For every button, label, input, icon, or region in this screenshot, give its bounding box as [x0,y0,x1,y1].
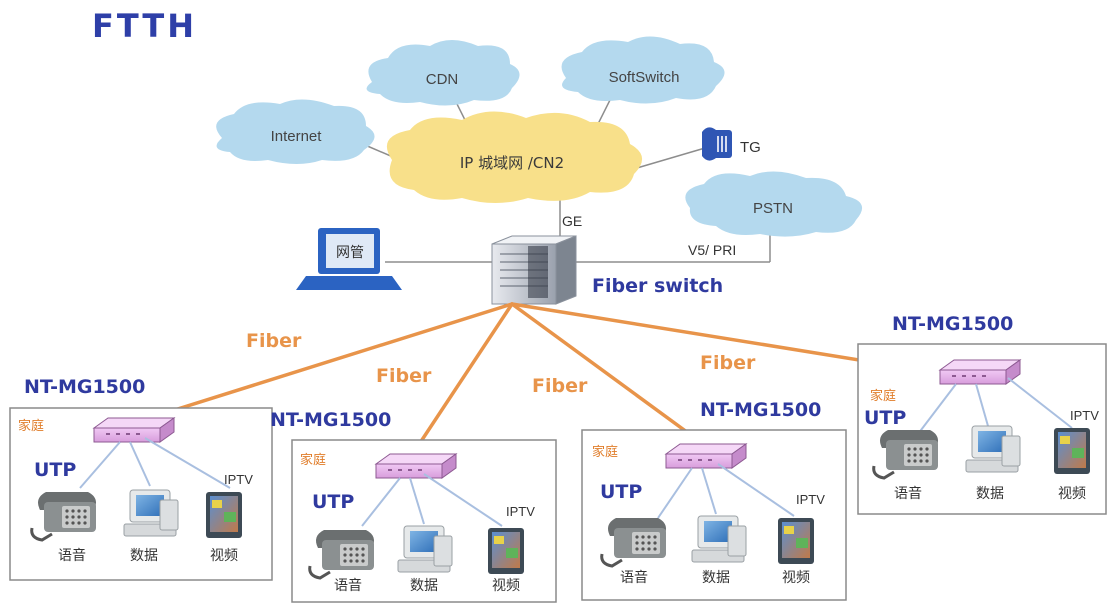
cloud-internet: Internet [216,99,375,164]
v5-pri-label: V5/ PRI [688,242,736,258]
home-label: 家庭 [18,418,44,434]
home-1: NT-MG1500 家庭 UTP IPTV 语音 数据 视频 [9,376,273,581]
data-label: 数据 [702,570,730,586]
home-2: NT-MG1500 家庭 UTP IPTV 语音 数据 视频 [270,409,557,603]
voice-label: 语音 [58,547,86,564]
device-label: NT-MG1500 [892,313,1013,335]
data-label: 数据 [130,548,158,564]
page-title: FTTH [92,7,197,45]
fiber-label-4: Fiber [700,352,756,374]
utp-label: UTP [600,481,642,503]
computer-icon [691,515,747,563]
nt-mg-box-icon [375,453,457,479]
cloud-core-label: IP 城域网 /CN2 [460,154,564,172]
network-links [364,99,771,263]
utp-label: UTP [34,459,76,481]
fiber-switch: Fiber switch [491,235,723,305]
computer-icon [123,489,179,537]
nt-mg-box-icon [93,417,175,443]
utp-label: UTP [864,407,906,429]
home-label: 家庭 [870,388,896,404]
cloud-pstn: PSTN [685,171,863,237]
iptv-label: IPTV [224,472,253,487]
computer-icon [965,425,1021,473]
voice-label: 语音 [620,569,648,586]
iptv-icon [1054,428,1090,474]
tg-label: TG [740,139,761,156]
iptv-icon [206,492,242,538]
fiber-label-1: Fiber [246,330,302,352]
fiber-switch-label: Fiber switch [592,275,723,297]
network-management-terminal: 网管 [296,228,402,290]
nms-label: 网管 [336,245,364,261]
iptv-label: IPTV [1070,408,1099,423]
device-label: NT-MG1500 [700,399,821,421]
video-label: 视频 [782,570,810,586]
computer-icon [397,525,453,573]
video-label: 视频 [492,578,520,594]
cloud-cdn: CDN [366,40,520,106]
device-label: NT-MG1500 [24,376,145,398]
voice-label: 语音 [334,577,362,594]
video-label: 视频 [210,548,238,564]
video-label: 视频 [1058,486,1086,502]
switch-icon [491,235,577,305]
gateway-icon [702,127,732,161]
ge-label: GE [562,213,582,229]
laptop-icon [296,228,402,290]
voice-label: 语音 [894,485,922,502]
nt-mg-box-icon [939,359,1021,385]
cloud-softswitch: SoftSwitch [561,36,725,104]
tg-gateway: TG [702,127,761,161]
home-label: 家庭 [592,444,618,460]
fiber-label-2: Fiber [376,365,432,387]
home-3: NT-MG1500 家庭 UTP IPTV 语音 数据 视频 [581,399,847,601]
cloud-softswitch-label: SoftSwitch [609,69,680,86]
fiber-link-2 [408,302,514,460]
fiber-label-3: Fiber [532,375,588,397]
iptv-label: IPTV [796,492,825,507]
home-label: 家庭 [300,452,326,468]
iptv-icon [778,518,814,564]
iptv-label: IPTV [506,504,535,519]
nt-mg-box-icon [665,443,747,469]
data-label: 数据 [410,578,438,594]
iptv-icon [488,528,524,574]
fiber-link-1 [128,302,514,426]
device-label: NT-MG1500 [270,409,391,431]
cloud-pstn-label: PSTN [753,200,793,217]
home-4: NT-MG1500 家庭 UTP IPTV 语音 数据 视频 [857,313,1107,515]
cloud-internet-label: Internet [271,128,323,145]
fiber-link-3 [510,302,708,448]
cloud-cdn-label: CDN [426,71,459,88]
cloud-core-network: IP 城域网 /CN2 [386,111,643,203]
data-label: 数据 [976,486,1004,502]
utp-label: UTP [312,491,354,513]
